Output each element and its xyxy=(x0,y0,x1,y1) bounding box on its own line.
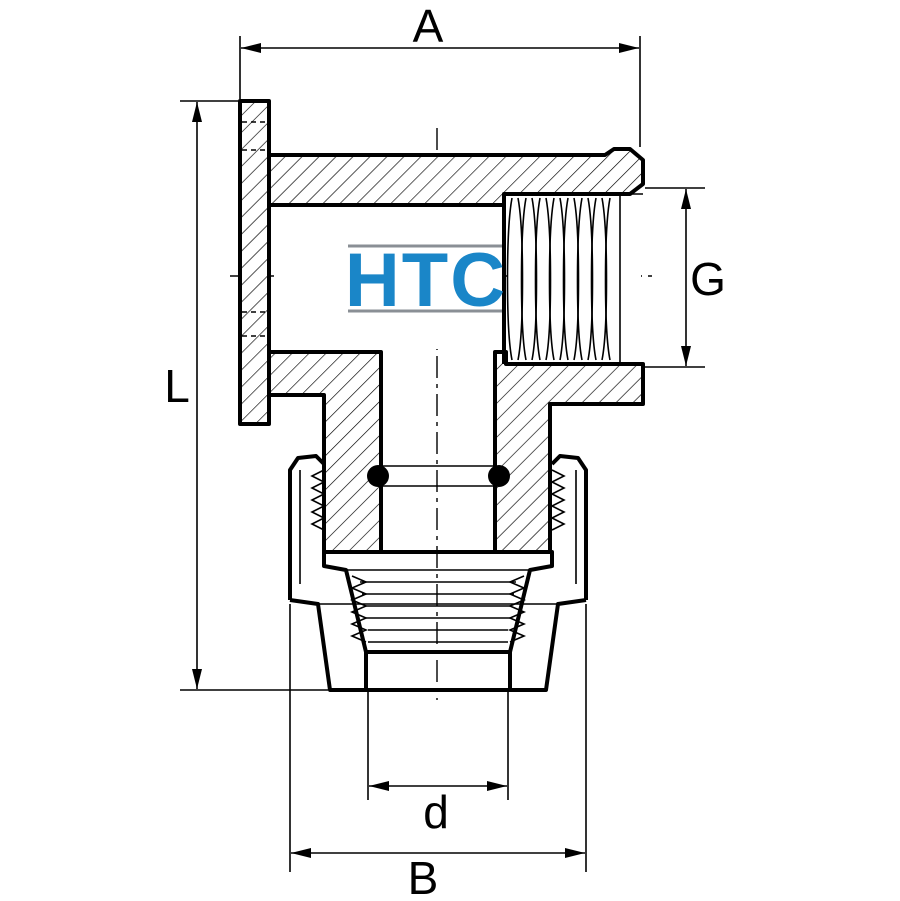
dimension-label-g: G xyxy=(690,253,726,305)
wall-flange xyxy=(238,99,271,426)
dimension-lines xyxy=(192,43,691,858)
elbow-body xyxy=(267,147,645,554)
dimension-label-b: B xyxy=(408,852,439,901)
compression-insert xyxy=(322,550,554,692)
extension-lines xyxy=(180,36,705,872)
o-ring-seal xyxy=(367,465,510,487)
logo-text: HTC xyxy=(345,238,507,323)
dimension-label-d: d xyxy=(423,786,449,838)
internal-thread xyxy=(506,196,641,362)
htc-logo: HTC xyxy=(274,207,507,349)
dimension-label-a: A xyxy=(413,0,444,52)
dimension-label-l: L xyxy=(164,360,190,412)
union-nut xyxy=(288,454,588,692)
